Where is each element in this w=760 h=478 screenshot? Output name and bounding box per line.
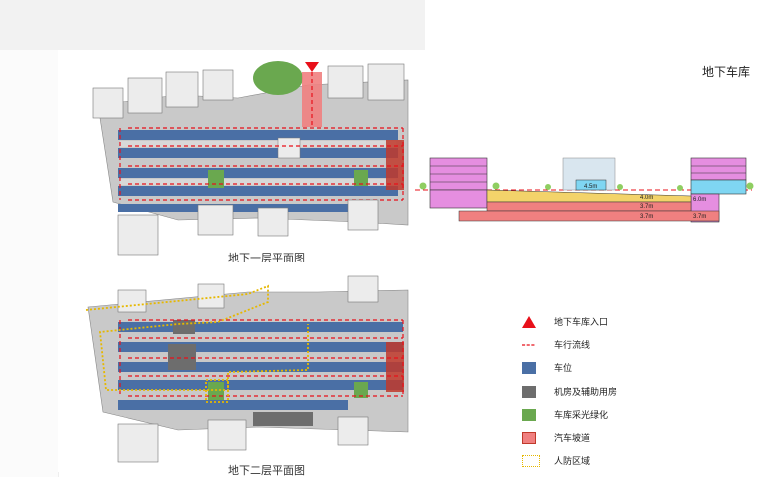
legend-item: 机房及辅助用房 <box>522 383 722 403</box>
legend-label: 汽车坡道 <box>554 432 591 443</box>
light-well <box>354 170 368 186</box>
legend-label: 人防区域 <box>554 456 591 467</box>
legend-item: 车行流线 <box>522 336 722 356</box>
light-well <box>208 382 224 400</box>
top-band <box>0 0 425 50</box>
dimension-label: 4.0m <box>640 195 653 201</box>
equipment-room <box>253 412 313 426</box>
dimension-label: 6.0m <box>693 197 706 203</box>
ramp <box>302 72 322 127</box>
entrance-marker <box>305 62 319 72</box>
equipment-room <box>173 320 195 334</box>
dimension-label: 4.5m <box>584 184 597 190</box>
basement-2-plan: 地下二层平面图 <box>58 262 410 477</box>
legend-item: 地下车库入口 <box>522 313 722 333</box>
plan-caption: 地下二层平面图 <box>228 465 305 477</box>
legend-item: 人防区域 <box>522 452 722 472</box>
section-title: 地下车库 <box>702 65 751 79</box>
legend-item: 车库采光绿化 <box>522 406 722 426</box>
legend-label: 车行流线 <box>554 340 591 351</box>
legend-item: 汽车坡道 <box>522 429 722 449</box>
legend-label: 车库采光绿化 <box>554 409 609 420</box>
left-margin <box>0 50 59 477</box>
red-triangle-icon <box>522 316 536 328</box>
legend-label: 机房及辅助用房 <box>554 386 618 397</box>
light-well <box>354 382 368 398</box>
dimension-label: 3.7m <box>693 214 706 220</box>
legend-label: 地下车库入口 <box>554 317 609 327</box>
gray-rect-icon <box>522 385 536 398</box>
basement-1-drawing <box>92 61 409 256</box>
blue-rect-icon <box>522 362 536 375</box>
pink-rect-icon <box>522 431 536 444</box>
legend: 地下车库入口 车行流线 车位 机房及辅助用房 车库采光绿化 汽车坡道 人防区域 <box>522 313 722 475</box>
legend-item: 车位 <box>522 359 722 379</box>
light-well <box>208 170 224 188</box>
equipment-room <box>168 344 196 370</box>
dimension-label: 3.7m <box>640 204 653 210</box>
yellow-dotted-rect-icon <box>522 455 540 468</box>
ramp <box>386 342 404 392</box>
legend-label: 车位 <box>554 363 573 374</box>
red-dashed-line-icon <box>522 344 536 346</box>
ramp <box>386 140 404 190</box>
basement-2-drawing <box>85 275 409 463</box>
dimension-label: 3.7m <box>640 214 653 220</box>
green-courtyard <box>253 61 303 95</box>
green-rect-icon <box>522 408 536 421</box>
basement-1-plan: 地下一层平面图 <box>58 50 410 265</box>
civil-defense-boundary <box>85 284 309 391</box>
